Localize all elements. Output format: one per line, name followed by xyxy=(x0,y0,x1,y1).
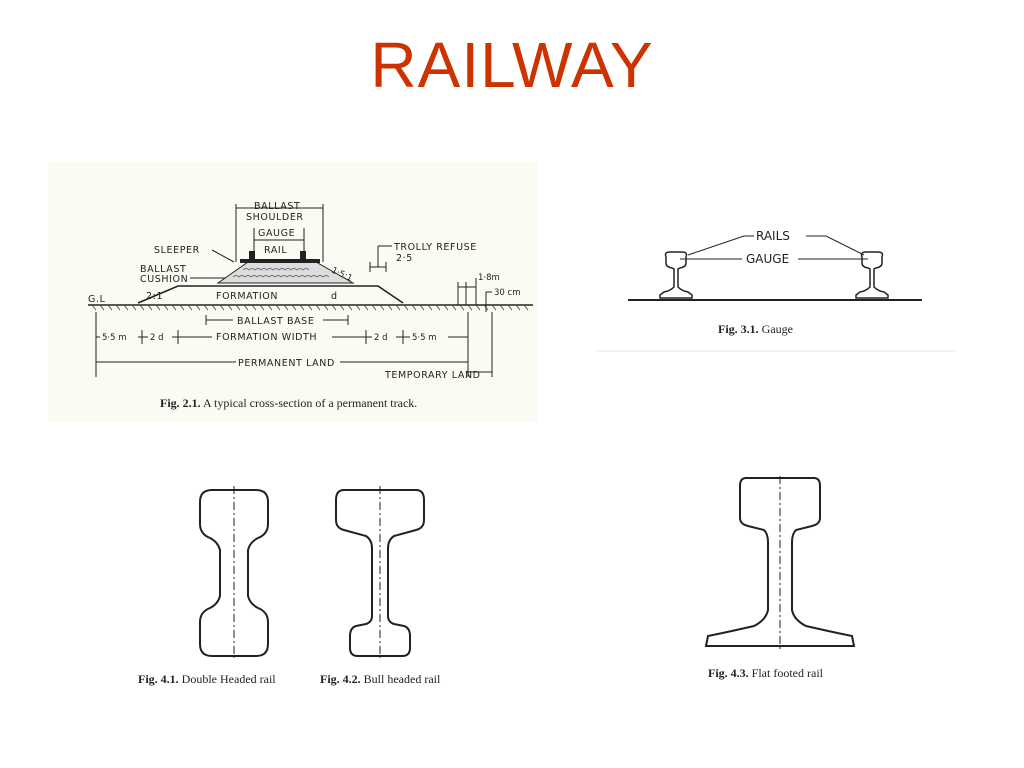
fig-3-1-caption-text: Gauge xyxy=(761,322,793,336)
fig-2-1-caption-number: Fig. 2.1. xyxy=(160,396,201,410)
fig-4-2-caption-number: Fig. 4.2. xyxy=(320,672,361,686)
formation-label: FORMATION xyxy=(216,291,278,302)
side-drain: 1·8m 30 cm xyxy=(457,273,520,312)
left-2d-label: 2 d xyxy=(150,333,164,343)
temporary-land-dimension: TEMPORARY LAND xyxy=(384,312,493,381)
gauge-rails-label: RAILS xyxy=(756,229,790,243)
permanent-land-label: PERMANENT LAND xyxy=(238,358,335,369)
formation-width-label: FORMATION WIDTH xyxy=(216,332,317,343)
trolly-refuse-value: 2·5 xyxy=(396,253,413,264)
figure-gauge: RAILS GAUGE xyxy=(596,205,956,355)
ballast-base-dimension: BALLAST BASE xyxy=(205,314,349,327)
rail-label: RAIL xyxy=(264,245,287,256)
gauge-rail-right xyxy=(855,251,889,299)
left-offset-label: 5·5 m xyxy=(102,333,127,343)
fig-4-3-caption: Fig. 4.3. Flat footed rail xyxy=(708,666,823,681)
fig-3-1-caption: Fig. 3.1. Gauge xyxy=(718,322,793,337)
ground-hatching xyxy=(91,304,529,311)
fig-4-3-caption-text: Flat footed rail xyxy=(751,666,823,680)
flat-footed-rail-drawing xyxy=(704,476,856,650)
drain-depth-label: 30 cm xyxy=(494,288,520,298)
ballast-shoulder-dimension: BALLAST SHOULDER xyxy=(235,201,324,262)
scan-background xyxy=(48,162,538,422)
ballast-texture xyxy=(232,268,330,278)
bull-headed-rail-drawing xyxy=(335,486,425,658)
fig-4-2-caption: Fig. 4.2. Bull headed rail xyxy=(320,672,440,687)
fig-2-1-caption-text: A typical cross-section of a permanent t… xyxy=(203,396,418,410)
gauge-label: GAUGE xyxy=(258,228,295,239)
fig-4-3-caption-number: Fig. 4.3. xyxy=(708,666,749,680)
formation-width-dimension: 5·5 m 2 d FORMATION WIDTH 2 d 5·5 m xyxy=(95,312,469,377)
fig-2-1-caption: Fig. 2.1. A typical cross-section of a p… xyxy=(160,396,417,411)
fig-3-1-caption-number: Fig. 3.1. xyxy=(718,322,759,336)
drain-width-label: 1·8m xyxy=(478,273,500,283)
gauge-dimension-label: GAUGE xyxy=(746,252,789,266)
sleeper xyxy=(240,259,320,263)
ballast-shoulder-label-1: BALLAST xyxy=(254,201,300,212)
ballast-base-label: BALLAST BASE xyxy=(237,316,314,327)
fig-4-2-caption-text: Bull headed rail xyxy=(363,672,441,686)
rail-left xyxy=(249,251,255,259)
formation-depth-label: d xyxy=(331,291,338,302)
ground-level-label: G.L xyxy=(88,294,106,305)
figure-bull-headed-rail xyxy=(330,484,430,660)
formation-embankment xyxy=(137,285,404,304)
ballast-cushion-label-2: CUSHION xyxy=(140,274,188,285)
figure-track-cross-section: BALLAST SHOULDER GAUGE RAIL SLEEPER BALL… xyxy=(48,162,538,422)
permanent-land-dimension: PERMANENT LAND xyxy=(96,356,468,369)
fig-4-1-caption-number: Fig. 4.1. xyxy=(138,672,179,686)
gauge-rail-left xyxy=(659,251,693,299)
slide-title: RAILWAY xyxy=(370,29,654,101)
ballast-shoulder-label-2: SHOULDER xyxy=(246,212,304,223)
fig-4-1-caption: Fig. 4.1. Double Headed rail xyxy=(138,672,276,687)
trolly-refuse-label: TROLLY REFUSE xyxy=(393,242,477,253)
right-offset-label: 5·5 m xyxy=(412,333,437,343)
figure-flat-footed-rail xyxy=(700,474,860,654)
ballast-cushion-label-1: BALLAST xyxy=(140,264,186,275)
right-2d-label: 2 d xyxy=(374,333,388,343)
figure-double-headed-rail xyxy=(190,484,280,660)
double-headed-rail-drawing xyxy=(199,486,269,658)
gauge-drawing: RAILS GAUGE xyxy=(596,229,956,352)
rail-right xyxy=(300,251,306,259)
temporary-land-label: TEMPORARY LAND xyxy=(384,370,481,381)
track-cross-section-drawing: BALLAST SHOULDER GAUGE RAIL SLEEPER BALL… xyxy=(48,162,538,422)
trolly-refuse: TROLLY REFUSE 2·5 xyxy=(369,242,477,272)
fig-4-1-caption-text: Double Headed rail xyxy=(181,672,276,686)
sleeper-label: SLEEPER xyxy=(154,245,200,256)
